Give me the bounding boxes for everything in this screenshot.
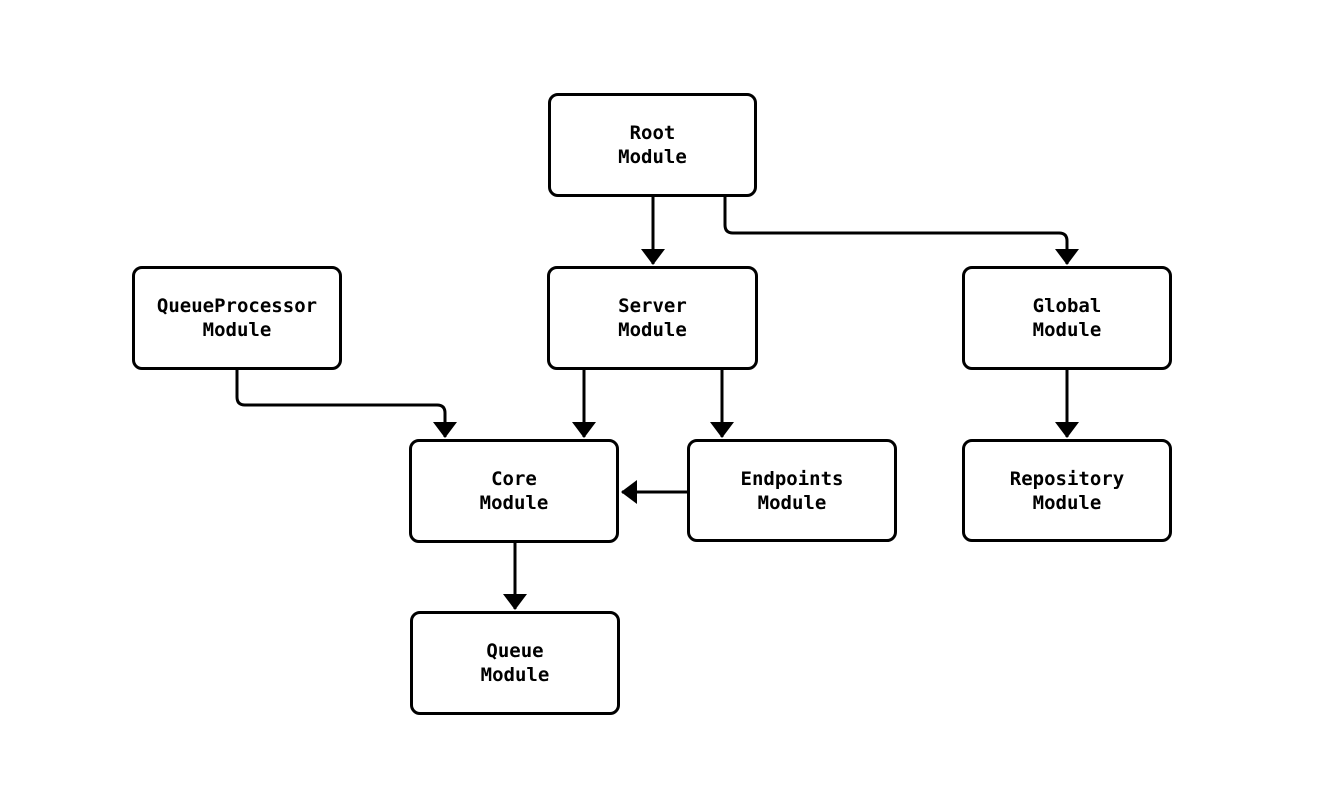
edge-queueprocessor-to-core (235, 370, 457, 438)
node-label: Core Module (479, 468, 549, 514)
node-label: Endpoints Module (740, 467, 844, 514)
node-core-module: Core Module (409, 439, 619, 543)
node-label: Root Module (618, 122, 687, 168)
node-label: Global Module (1032, 295, 1102, 341)
node-label: Server Module (618, 295, 687, 341)
node-queueprocessor-module: QueueProcessor Module (132, 266, 342, 370)
node-label: Queue Module (480, 640, 550, 686)
edge-root-to-global (723, 197, 1079, 265)
node-label: Repository Module (1009, 467, 1125, 514)
node-endpoints-module: Endpoints Module (687, 439, 897, 542)
node-label: QueueProcessor Module (156, 295, 318, 341)
edges-group (235, 197, 1079, 610)
node-server-module: Server Module (547, 266, 758, 370)
node-repository-module: Repository Module (962, 439, 1172, 542)
node-queue-module: Queue Module (410, 611, 620, 715)
node-root-module: Root Module (548, 93, 757, 197)
node-global-module: Global Module (962, 266, 1172, 370)
